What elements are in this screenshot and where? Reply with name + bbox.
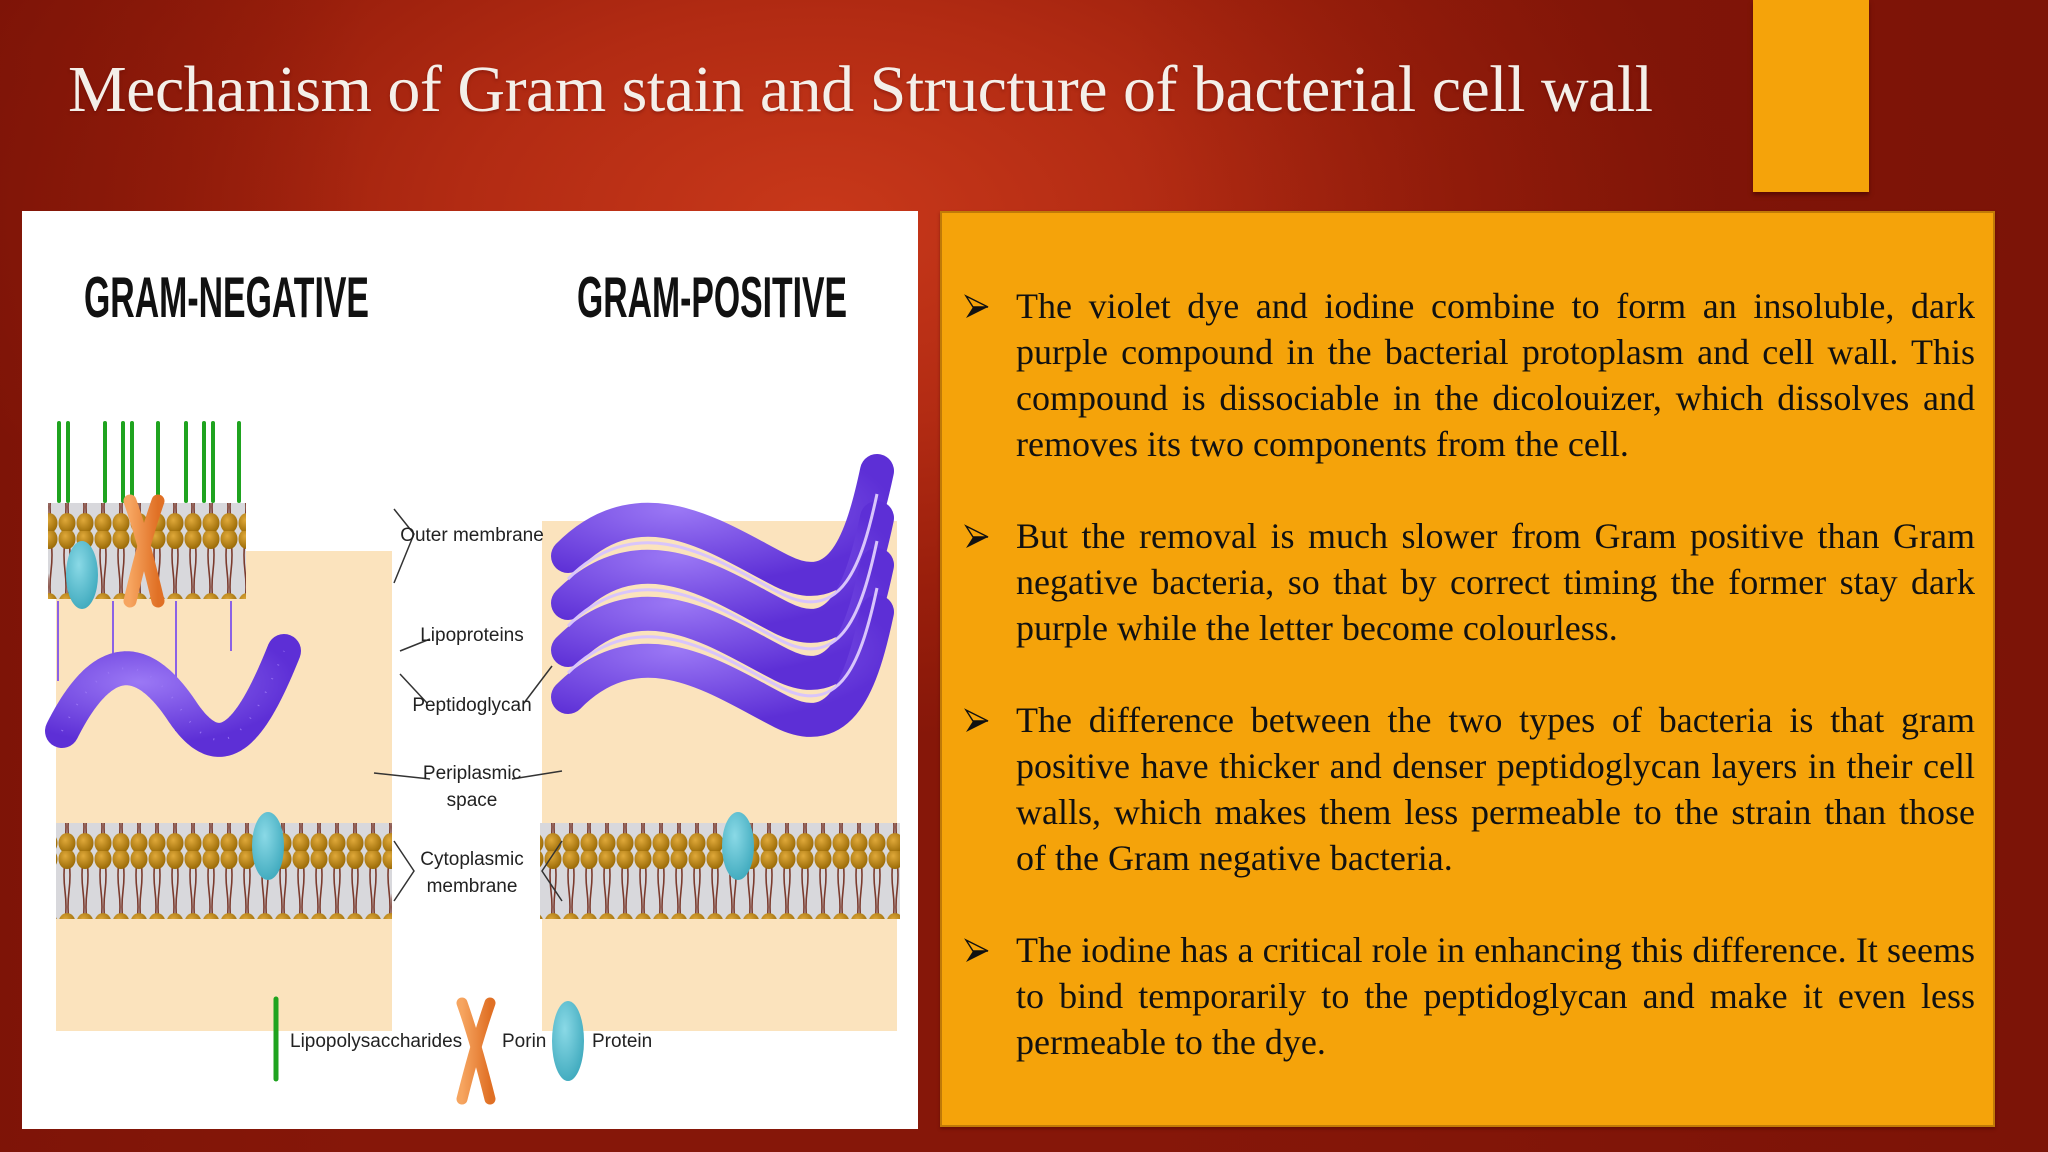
arrow-bullet-icon: [964, 938, 989, 962]
bullet-text: The violet dye and iodine combine to for…: [1016, 286, 1975, 464]
arrow-bullet-icon: [964, 294, 989, 318]
label-periplasmic: Periplasmic: [423, 763, 521, 784]
gram-positive-peptidoglycan: [551, 454, 894, 737]
bullet-item: But the removal is much slower from Gram…: [942, 513, 1975, 651]
arrow-bullet-icon: [964, 708, 989, 732]
gram-positive-cytoplasmic-membrane: [540, 823, 900, 919]
gram-negative-heading: GRAM-NEGATIVE: [84, 266, 369, 330]
svg-text:Protein: Protein: [592, 1031, 652, 1052]
outer-membrane-protein: [66, 541, 98, 609]
slide-title: Mechanism of Gram stain and Structure of…: [68, 53, 1653, 126]
svg-text:GRAM-NEGATIVE: GRAM-NEGATIVE: [84, 266, 369, 330]
gram-negative-cytoplasmic-membrane: [56, 823, 392, 919]
diagram-legend: Lipopolysaccharides Porin Protein: [273, 996, 652, 1105]
bullet-item: The iodine has a critical role in enhanc…: [942, 927, 1975, 1065]
label-cytoplasmic: Cytoplasmic: [420, 849, 523, 870]
bullet-text: The iodine has a critical role in enhanc…: [1016, 930, 1975, 1062]
svg-text:GRAM-POSITIVE: GRAM-POSITIVE: [577, 266, 847, 330]
porin: [123, 494, 165, 608]
label-peptidoglycan: Peptidoglycan: [412, 695, 531, 716]
lipopolysaccharides: [57, 421, 241, 503]
bullet-item: The violet dye and iodine combine to for…: [942, 283, 1975, 467]
label-space: space: [447, 790, 498, 811]
protein-icon: [552, 1001, 584, 1081]
cell-wall-diagram: GRAM-NEGATIVE GRAM-POSITIVE: [22, 211, 918, 1129]
gram-positive-heading: GRAM-POSITIVE: [577, 266, 847, 330]
accent-bar: [1753, 0, 1869, 192]
svg-text:Lipopolysaccharides: Lipopolysaccharides: [290, 1031, 462, 1052]
bullet-list: The violet dye and iodine combine to for…: [942, 283, 1975, 1111]
bullet-text: But the removal is much slower from Gram…: [1016, 516, 1975, 648]
label-outer-membrane: Outer membrane: [400, 525, 544, 546]
label-membrane: membrane: [427, 876, 518, 897]
svg-text:Porin: Porin: [502, 1031, 546, 1052]
porin-icon: [456, 997, 496, 1105]
gram-negative-peptidoglycan: [45, 634, 301, 757]
bullet-item: The difference between the two types of …: [942, 697, 1975, 881]
explanation-text-box: The violet dye and iodine combine to for…: [940, 211, 1995, 1127]
bullet-text: The difference between the two types of …: [1016, 700, 1975, 878]
label-lipoproteins: Lipoproteins: [420, 625, 524, 646]
arrow-bullet-icon: [964, 524, 989, 548]
